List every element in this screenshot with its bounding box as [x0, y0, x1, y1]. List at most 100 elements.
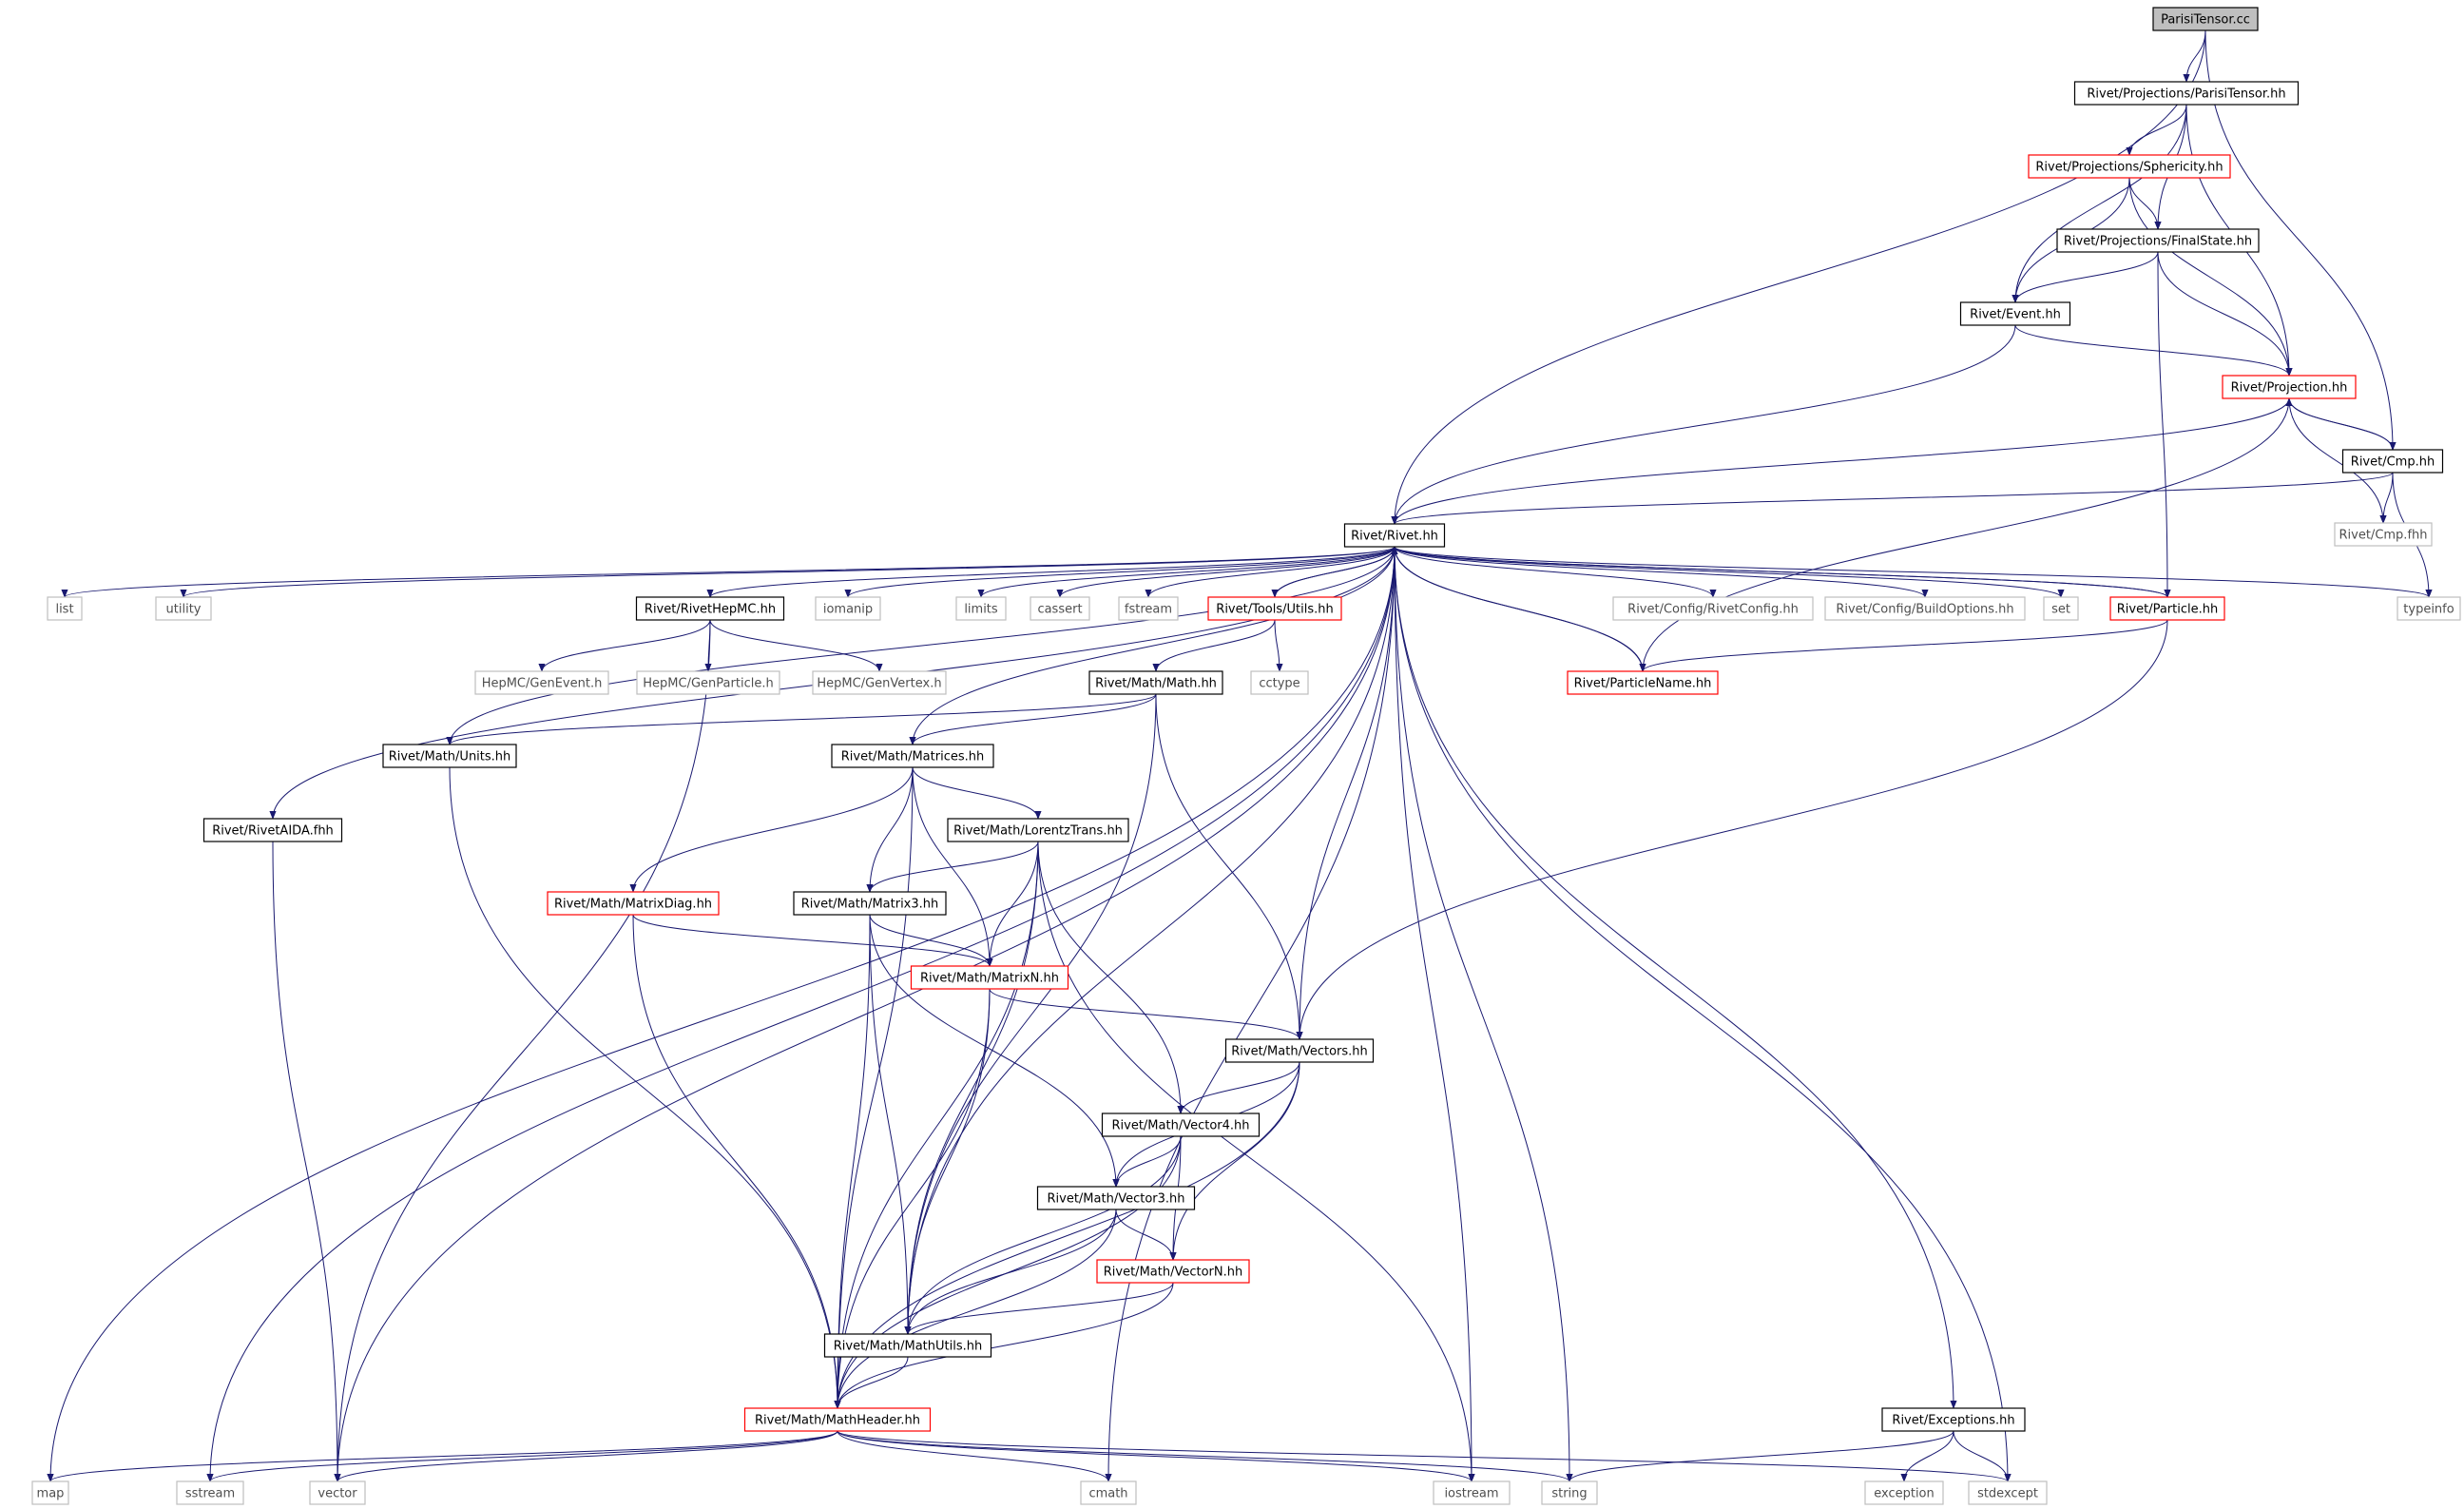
node-label-raida: Rivet/RivetAIDA.fhh	[212, 824, 334, 839]
node-event[interactable]: Rivet/Event.hh	[1959, 301, 2071, 326]
edge-projection-to-pname	[1639, 397, 2290, 672]
edge-m3-to-mutils	[869, 914, 912, 1335]
edge-mdiag-to-mheader	[632, 914, 841, 1409]
edge-projection-to-rivet	[1391, 397, 2290, 525]
node-box-rhepmc	[635, 596, 785, 621]
node-box-vectors	[1224, 1038, 1375, 1063]
node-root: ParisiTensor.cc	[2152, 7, 2259, 31]
node-box-v4	[1101, 1112, 1261, 1137]
node-mheader[interactable]: Rivet/Math/MathHeader.hh	[743, 1407, 932, 1432]
node-v4[interactable]: Rivet/Math/Vector4.hh	[1101, 1112, 1261, 1137]
node-box-cassert	[1030, 596, 1090, 621]
edge-vN-to-mheader	[834, 1282, 1174, 1409]
node-box-units	[382, 744, 517, 768]
node-label-sstream: sstream	[185, 1487, 235, 1501]
node-label-proj_fs: Rivet/Projections/FinalState.hh	[2064, 235, 2252, 249]
node-box-v3	[1036, 1186, 1196, 1210]
node-label-v4: Rivet/Math/Vector4.hh	[1111, 1119, 1249, 1133]
node-proj_fs[interactable]: Rivet/Projections/FinalState.hh	[2056, 228, 2260, 253]
edge-root-to-cmp	[2204, 29, 2397, 451]
edge-rivet-to-limits	[977, 546, 1396, 598]
edge-event-to-projection	[2014, 324, 2293, 377]
node-box-cctype	[1250, 670, 1309, 695]
node-label-toolsutils: Rivet/Tools/Utils.hh	[1216, 603, 1333, 617]
nodes: ParisiTensor.ccRivet/Projections/ParisiT…	[31, 7, 2461, 1505]
node-v3[interactable]: Rivet/Math/Vector3.hh	[1036, 1186, 1196, 1210]
node-box-mdiag	[547, 891, 720, 916]
node-box-matrices	[831, 744, 994, 768]
node-label-iomanip: iomanip	[823, 603, 873, 617]
node-box-raida	[202, 818, 343, 842]
edge-proj_spher-to-proj_fs	[2128, 177, 2162, 230]
edge-lorentz-to-mutils	[904, 841, 1039, 1335]
edge-m3-to-v3	[869, 914, 1120, 1188]
edge-vN-to-mutils	[904, 1282, 1174, 1335]
node-label-root: ParisiTensor.cc	[2161, 13, 2250, 28]
edge-rivet-to-iostream	[1394, 546, 1475, 1482]
node-stdexcept: stdexcept	[1968, 1480, 2048, 1505]
node-units[interactable]: Rivet/Math/Units.hh	[382, 744, 517, 768]
edge-toolsutils-to-rivet	[1274, 546, 1398, 598]
node-label-proj_parisi: Rivet/Projections/ParisiTensor.hh	[2087, 87, 2285, 102]
edge-v4-to-v3	[1112, 1135, 1182, 1188]
edge-mdiag-to-mN	[632, 914, 993, 967]
edge-m3-to-mheader	[834, 914, 871, 1409]
edge-mutils-to-mheader	[834, 1356, 909, 1409]
node-label-proj_spher: Rivet/Projections/Sphericity.hh	[2035, 161, 2223, 175]
edge-lorentz-to-mheader	[834, 841, 1039, 1409]
node-list: list	[47, 596, 83, 621]
node-particle[interactable]: Rivet/Particle.hh	[2109, 596, 2225, 621]
node-vN[interactable]: Rivet/Math/VectorN.hh	[1096, 1259, 1250, 1284]
node-label-vN: Rivet/Math/VectorN.hh	[1104, 1266, 1242, 1280]
edge-lorentz-to-mN	[986, 841, 1039, 967]
node-lorentz[interactable]: Rivet/Math/LorentzTrans.hh	[947, 818, 1129, 842]
node-vectors[interactable]: Rivet/Math/Vectors.hh	[1224, 1038, 1375, 1063]
node-label-rivet: Rivet/Rivet.hh	[1351, 530, 1438, 544]
node-proj_spher[interactable]: Rivet/Projections/Sphericity.hh	[2028, 154, 2231, 179]
node-utility: utility	[155, 596, 212, 621]
node-box-mN	[910, 965, 1069, 990]
node-rhepmc[interactable]: Rivet/RivetHepMC.hh	[635, 596, 785, 621]
node-label-rconfig: Rivet/Config/RivetConfig.hh	[1627, 603, 1799, 617]
node-label-cmpfhh: Rivet/Cmp.fhh	[2339, 529, 2428, 543]
edge-mheader-to-iostream	[837, 1430, 1475, 1482]
node-cassert: cassert	[1030, 596, 1090, 621]
edge-matrices-to-mdiag	[629, 766, 914, 893]
node-rivet[interactable]: Rivet/Rivet.hh	[1343, 523, 1446, 548]
node-mdiag[interactable]: Rivet/Math/MatrixDiag.hh	[547, 891, 720, 916]
node-toolsutils[interactable]: Rivet/Tools/Utils.hh	[1207, 596, 1342, 621]
node-mathmath[interactable]: Rivet/Math/Math.hh	[1088, 670, 1223, 695]
node-mN[interactable]: Rivet/Math/MatrixN.hh	[910, 965, 1069, 990]
node-limits: limits	[955, 596, 1007, 621]
node-label-limits: limits	[964, 603, 998, 617]
node-label-cctype: cctype	[1259, 677, 1299, 691]
edge-rivet-to-typeinfo	[1394, 546, 2433, 598]
node-string: string	[1541, 1480, 1598, 1505]
edge-rivet-to-mutils	[904, 546, 1396, 1335]
node-box-genvertex	[812, 670, 947, 695]
node-exception: exception	[1864, 1480, 1944, 1505]
node-box-genevent	[474, 670, 609, 695]
edge-particle-to-vectors	[1296, 619, 2168, 1040]
edge-mN-to-mheader	[834, 988, 991, 1409]
node-box-rivet	[1343, 523, 1446, 548]
node-raida[interactable]: Rivet/RivetAIDA.fhh	[202, 818, 343, 842]
node-cmp[interactable]: Rivet/Cmp.hh	[2341, 449, 2444, 474]
node-exceptions[interactable]: Rivet/Exceptions.hh	[1881, 1407, 2026, 1432]
edge-toolsutils-to-cctype	[1274, 619, 1283, 672]
node-m3[interactable]: Rivet/Math/Matrix3.hh	[793, 891, 947, 916]
node-pname[interactable]: Rivet/ParticleName.hh	[1567, 670, 1719, 695]
node-mutils[interactable]: Rivet/Math/MathUtils.hh	[823, 1333, 992, 1358]
node-label-typeinfo: typeinfo	[2403, 603, 2454, 617]
node-label-set: set	[2051, 603, 2070, 617]
edge-raida-to-vector	[272, 841, 341, 1482]
node-matrices[interactable]: Rivet/Math/Matrices.hh	[831, 744, 994, 768]
node-projection[interactable]: Rivet/Projection.hh	[2222, 375, 2357, 399]
node-box-mathmath	[1088, 670, 1223, 695]
node-box-exception	[1864, 1480, 1944, 1505]
node-label-cmath: cmath	[1088, 1487, 1127, 1501]
edge-cmp-to-projection	[2285, 397, 2394, 451]
node-label-vector: vector	[318, 1487, 357, 1501]
node-proj_parisi[interactable]: Rivet/Projections/ParisiTensor.hh	[2073, 81, 2300, 106]
